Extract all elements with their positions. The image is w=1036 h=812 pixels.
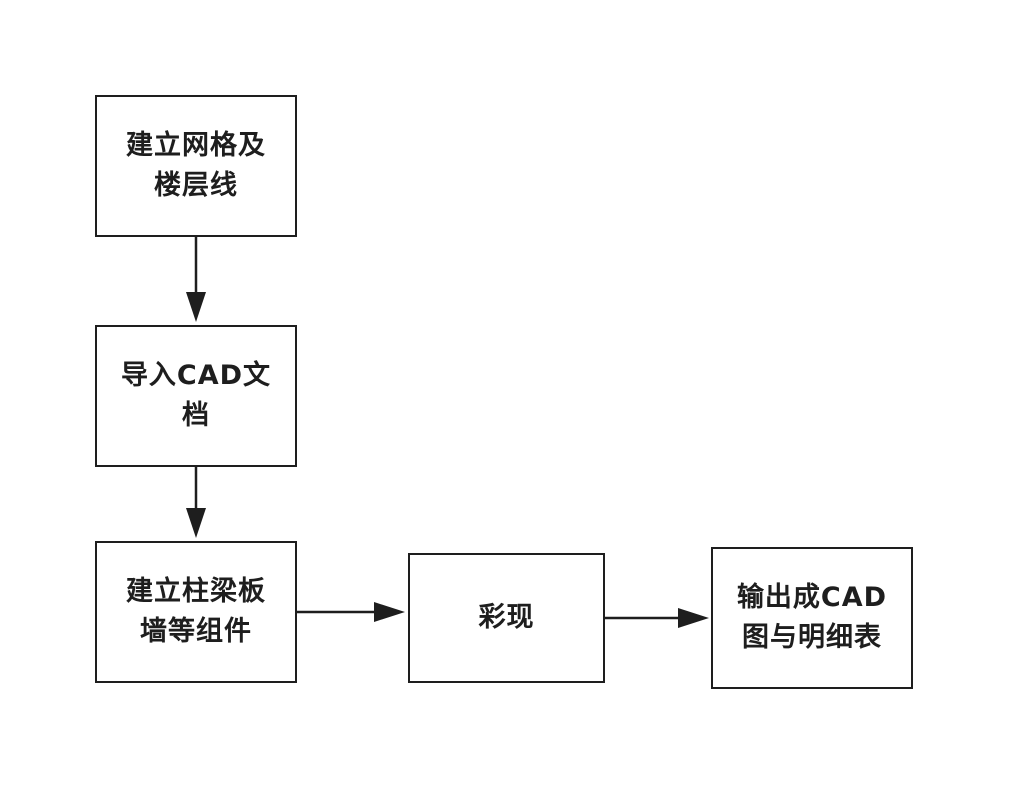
step-import-cad-document: 导入CAD文 档 (95, 325, 297, 467)
arrowhead-n3-to-n4 (374, 602, 405, 622)
arrowhead-n4-to-n5 (678, 608, 709, 628)
node-label-line: 图与明细表 (742, 622, 882, 653)
node-label-line: 建立柱梁板 (126, 576, 266, 607)
step-export-cad-and-schedules: 输出成CAD 图与明细表 (711, 547, 913, 689)
node-label-line: 彩现 (478, 602, 535, 633)
step-create-components: 建立柱梁板 墙等组件 (95, 541, 297, 683)
step-render: 彩现 (408, 553, 605, 683)
arrowhead-n2-to-n3 (186, 508, 206, 538)
node-label-line: 导入CAD文 (120, 360, 272, 391)
step-create-grid-and-levels: 建立网格及 楼层线 (95, 95, 297, 237)
node-label-line: 建立网格及 (126, 130, 266, 161)
node-label-line: 档 (182, 400, 210, 431)
node-label-line: 墙等组件 (140, 616, 252, 647)
node-label-line: 输出成CAD (736, 582, 888, 613)
node-label-line: 楼层线 (154, 170, 238, 201)
arrowhead-n1-to-n2 (186, 292, 206, 322)
